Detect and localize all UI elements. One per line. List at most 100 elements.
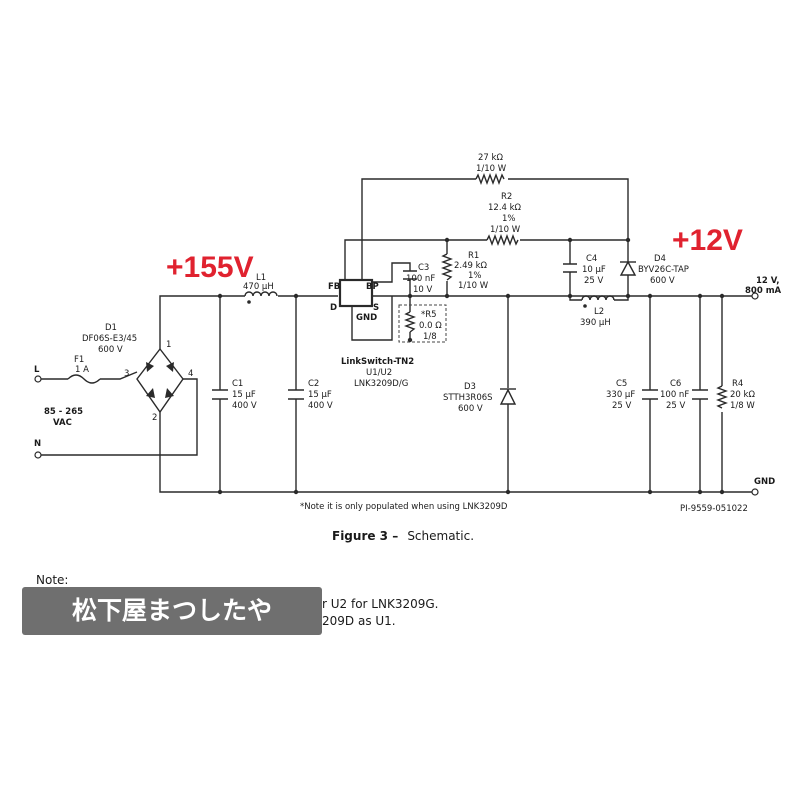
voltage-annotation-155v: +155V [166,251,254,284]
ic-part: LNK3209D/G [354,379,408,389]
d1-part: DF06S-E3/45 [82,334,137,344]
capacitor-c4 [563,263,577,273]
diode-d4 [619,260,637,276]
note-line-2: 209D as U1. [322,614,396,628]
bridge-pin1: 1 [166,340,171,350]
r2-tol: 1% [502,214,516,224]
resistor-r3 [475,173,505,185]
ic-name: LinkSwitch-TN2 [341,357,414,367]
r1-tol: 1% [468,271,482,281]
l2-value: 390 µH [580,318,611,328]
fuse-f1 [67,374,101,384]
r5-name: *R5 [421,310,437,320]
resistor-r1 [441,253,453,281]
input-terminal-n [34,451,42,459]
diode-d3 [499,388,517,405]
ic-ref: U1/U2 [366,368,392,378]
r1-value: 2.49 kΩ [454,261,488,271]
figure-number: Figure 3 – [332,529,398,543]
output-voltage: 12 V, [756,276,780,286]
c3-value: 100 nF [406,274,435,284]
capacitor-c6 [692,389,708,400]
c6-rating: 25 V [666,401,686,411]
resistor-r4 [716,385,728,409]
c2-rating: 400 V [308,401,333,411]
d4-part: BYV26C-TAP [638,265,689,275]
r3-value: 27 kΩ [478,153,503,163]
c6-name: C6 [670,379,681,389]
input-range: 85 - 265 [44,407,83,417]
inductor-l2 [581,295,615,308]
bridge-pin4: 4 [188,369,193,379]
ic-pin-d: D [330,303,337,313]
wires [38,178,752,493]
c1-rating: 400 V [232,401,257,411]
d4-name: D4 [654,254,666,264]
capacitor-c1 [212,389,228,400]
figure-title: Schematic. [407,529,474,543]
output-gnd-label: GND [754,477,775,487]
note-heading: Note: [36,573,69,587]
d4-rating: 600 V [650,276,675,286]
ic-pin-gnd: GND [356,313,377,323]
ic-pin-bp: BP [366,282,379,292]
capacitor-c2 [288,389,304,400]
r4-value: 20 kΩ [730,390,755,400]
r2-value: 12.4 kΩ [488,203,522,213]
r1-rating: 1/10 W [458,281,489,291]
f1-name: F1 [74,355,84,365]
r3-rating: 1/10 W [476,164,507,174]
bridge-pin2: 2 [152,413,157,423]
capacitor-c5 [642,389,658,400]
r4-rating: 1/8 W [730,401,755,411]
c4-rating: 25 V [584,276,604,286]
output-current: 800 mA [745,286,782,296]
r4-name: R4 [732,379,743,389]
resistor-r2 [486,234,519,246]
ic-pin-s: S [373,303,379,313]
c2-name: C2 [308,379,319,389]
c1-name: C1 [232,379,243,389]
note-line-1: r U2 for LNK3209G. [322,597,439,611]
figure-caption: Figure 3 – Schematic. [332,525,474,544]
c5-name: C5 [616,379,627,389]
c4-name: C4 [586,254,597,264]
input-terminal-l [34,375,42,383]
l1-name: L1 [256,273,266,283]
r1-name: R1 [468,251,479,261]
c5-rating: 25 V [612,401,632,411]
d3-name: D3 [464,382,476,392]
c6-value: 100 nF [660,390,689,400]
input-unit: VAC [53,418,72,428]
c1-value: 15 µF [232,390,256,400]
ic-pin-fb: FB [328,282,340,292]
terminal-label-l: L [34,365,40,375]
footnote: *Note it is only populated when using LN… [300,502,508,512]
d3-rating: 600 V [458,404,483,414]
bridge-rectifier-d1 [136,347,184,414]
l2-name: L2 [594,307,604,317]
r2-rating: 1/10 W [490,225,521,235]
d1-rating: 600 V [98,345,123,355]
capacitor-c3 [403,270,417,280]
terminal-label-n: N [34,439,41,449]
c3-name: C3 [418,263,429,273]
r5-value: 0.0 Ω [419,321,442,331]
junction-dots [217,237,725,495]
f1-value: 1 A [75,365,89,375]
document-id: PI-9559-051022 [680,504,748,514]
inductor-l1 [244,291,278,304]
l1-value: 470 µH [243,282,274,292]
c3-rating: 10 V [413,285,433,295]
d3-part: STTH3R06S [443,393,493,403]
ic-linkswitch [338,278,374,308]
c2-value: 15 µF [308,390,332,400]
c4-value: 10 µF [582,265,606,275]
watermark-banner: 松下屋まつしたや [22,587,322,635]
d1-name: D1 [105,323,117,333]
output-terminal-gnd [751,488,759,496]
r2-name: R2 [501,192,512,202]
output-terminal-12v [751,292,759,300]
c5-value: 330 µF [606,390,635,400]
